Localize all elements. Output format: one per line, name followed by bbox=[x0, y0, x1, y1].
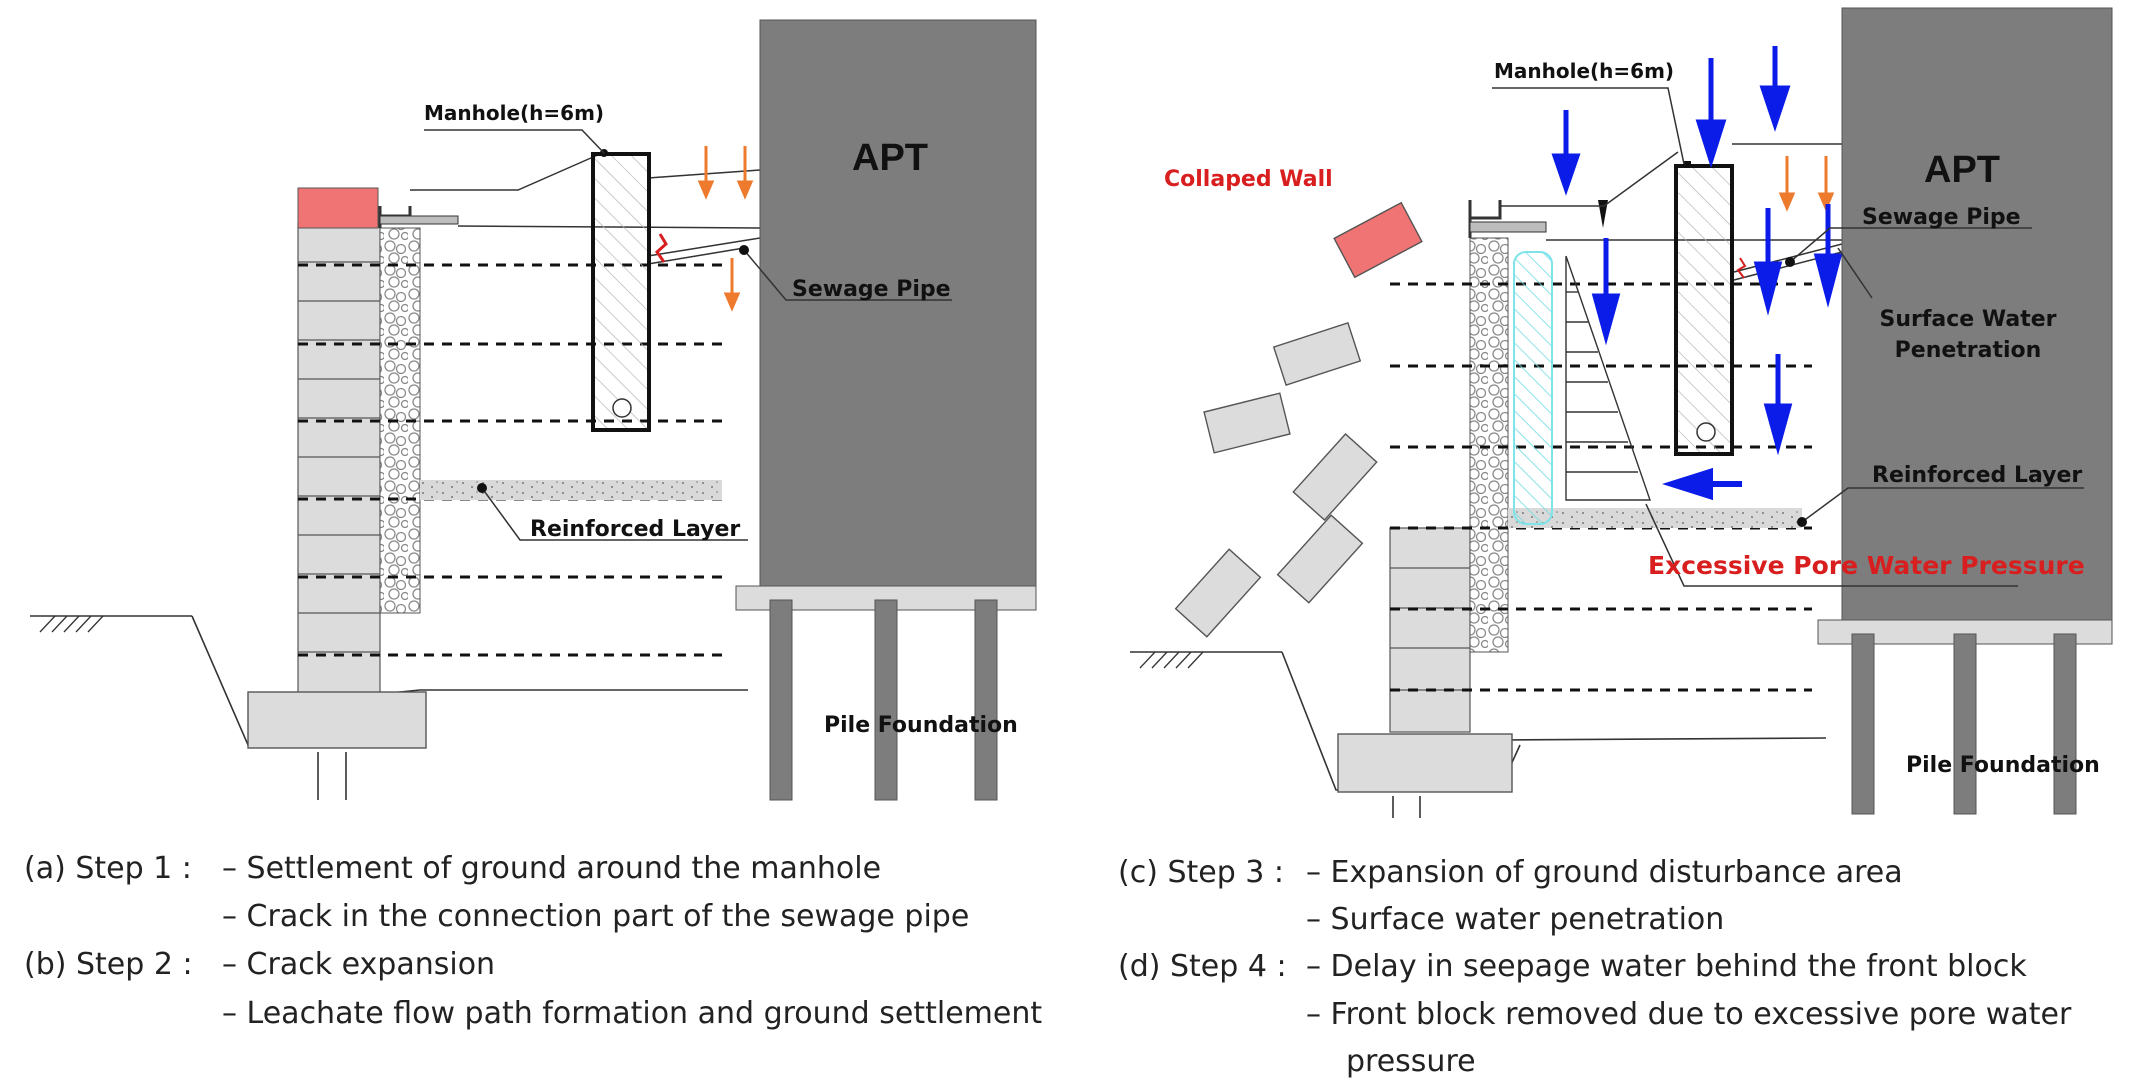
right-manhole bbox=[1674, 161, 1747, 456]
surface-water-arrows bbox=[1551, 46, 1843, 456]
left-settlement-arrows bbox=[697, 146, 754, 312]
surface-water-label-2: Penetration bbox=[1895, 338, 2042, 363]
lateral-pressure-arrow bbox=[1662, 467, 1742, 501]
left-block-wall bbox=[247, 187, 459, 749]
left-pile-foundation-label: Pile Foundation bbox=[824, 713, 1018, 738]
left-crack-icon bbox=[655, 233, 668, 263]
caption-b-heading: (b) Step 2 : bbox=[24, 947, 193, 982]
caption-a-heading: (a) Step 1 : bbox=[24, 851, 192, 886]
right-reinforced-layer bbox=[1508, 508, 1802, 528]
left-piles bbox=[769, 599, 998, 801]
caption-a-line-1: – Settlement of ground around the manhol… bbox=[222, 851, 882, 886]
right-block-wall bbox=[1337, 200, 1547, 793]
right-apt-building bbox=[1841, 7, 2113, 623]
left-apt-label: APT bbox=[852, 137, 928, 179]
caption-d-line-3: pressure bbox=[1346, 1044, 1476, 1079]
left-reinforced-layer bbox=[420, 480, 722, 500]
caption-c-heading: (c) Step 3 : bbox=[1118, 855, 1285, 890]
collapsed-blocks bbox=[1174, 201, 1423, 638]
left-sewage-pipe-label: Sewage Pipe bbox=[792, 277, 951, 302]
left-footing bbox=[247, 691, 427, 749]
seepage-zone bbox=[1513, 251, 1553, 525]
caption-c-line-1: – Expansion of ground disturbance area bbox=[1306, 855, 1903, 890]
right-apt-label: APT bbox=[1924, 149, 2000, 191]
right-crack-icon bbox=[1736, 257, 1747, 279]
caption-b-line-1: – Crack expansion bbox=[222, 947, 496, 982]
left-manhole bbox=[591, 149, 668, 432]
right-settlement-arrows bbox=[1778, 156, 1835, 212]
collapsed-cap-block bbox=[1333, 201, 1423, 279]
left-apt-building bbox=[759, 19, 1037, 587]
left-reinforced-layer-label: Reinforced Layer bbox=[530, 517, 740, 542]
right-sewage-pipe-label: Sewage Pipe bbox=[1862, 205, 2021, 230]
right-manhole-label: Manhole(h=6m) bbox=[1494, 59, 1674, 83]
caption-d-line-2: – Front block removed due to excessive p… bbox=[1306, 997, 2072, 1032]
right-panel: APT bbox=[1130, 7, 2113, 818]
right-piles bbox=[1851, 633, 2077, 815]
left-manhole-label: Manhole(h=6m) bbox=[424, 101, 604, 125]
left-panel: APT Manhole(h=6m) Sewage Pipe Reinforced… bbox=[30, 19, 1037, 801]
caption-b-line-2: – Leachate flow path formation and groun… bbox=[222, 996, 1043, 1031]
excessive-pore-pressure-label: Excessive Pore Water Pressure bbox=[1648, 551, 2085, 580]
pore-pressure-diagram bbox=[1565, 255, 1651, 501]
right-gravel-drain bbox=[1469, 237, 1509, 653]
caption-c-line-2: – Surface water penetration bbox=[1306, 902, 1725, 937]
surface-water-label-1: Surface Water bbox=[1879, 307, 2056, 332]
left-cap-block bbox=[297, 187, 379, 229]
right-pile-foundation-label: Pile Foundation bbox=[1906, 753, 2100, 778]
caption-d-heading: (d) Step 4 : bbox=[1118, 949, 1287, 984]
right-reinforced-layer-label: Reinforced Layer bbox=[1872, 463, 2082, 488]
caption-a-line-2: – Crack in the connection part of the se… bbox=[222, 899, 970, 934]
right-footing bbox=[1337, 733, 1513, 793]
collapsed-wall-label: Collaped Wall bbox=[1164, 167, 1333, 192]
caption-d-line-1: – Delay in seepage water behind the fron… bbox=[1306, 949, 2027, 984]
